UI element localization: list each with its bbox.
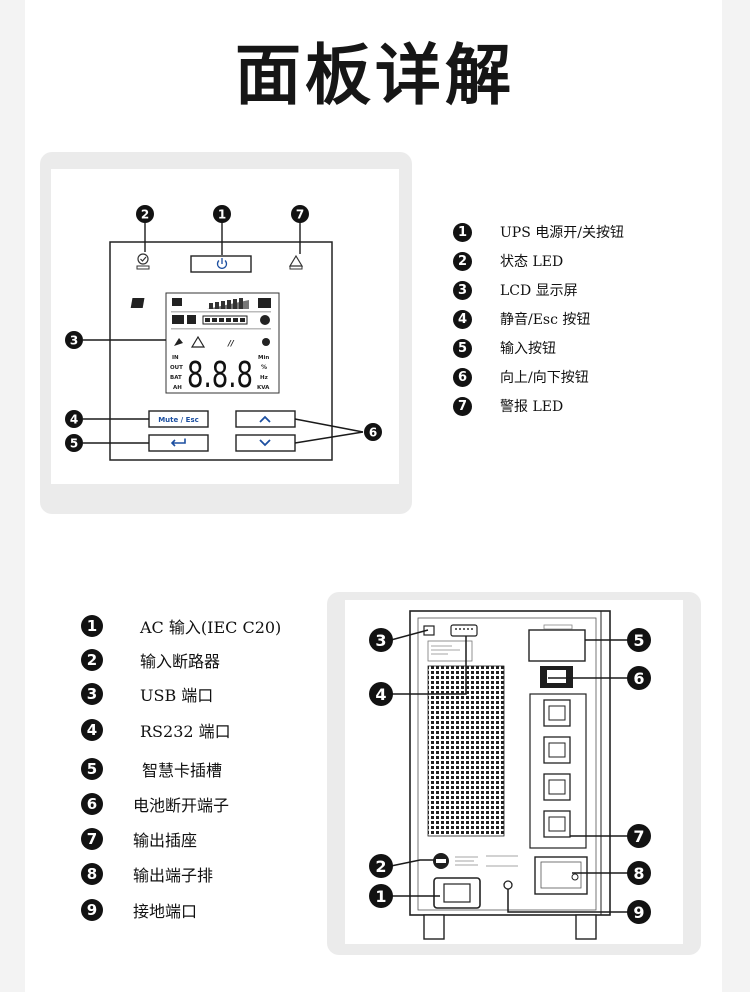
svg-text:2: 2 — [141, 208, 149, 222]
ac-input-socket — [433, 877, 481, 909]
svg-text:4: 4 — [70, 413, 78, 427]
rear-callout-1: 1 — [369, 884, 393, 908]
svg-text:8: 8 — [633, 864, 644, 883]
down-icon — [259, 439, 271, 447]
svg-text:5: 5 — [633, 631, 644, 650]
rear-callout-6: 6 — [627, 666, 651, 690]
up-icon — [259, 415, 271, 423]
front-callout-7: 7 — [291, 205, 309, 223]
input-breaker — [433, 853, 449, 869]
svg-text:7: 7 — [296, 208, 304, 222]
svg-text:6: 6 — [633, 669, 644, 688]
svg-text:3: 3 — [375, 631, 386, 650]
lcd-out-label: OUT — [170, 365, 183, 371]
legend-number-badge: 3 — [81, 683, 103, 705]
page-title: 面板详解 — [235, 37, 515, 114]
front-callout-3: 3 — [65, 331, 83, 349]
legend-number-badge: 2 — [81, 649, 103, 671]
svg-text:2: 2 — [375, 857, 386, 876]
rear-callout-3: 3 — [369, 628, 393, 652]
svg-text:1: 1 — [218, 208, 226, 222]
legend-number-badge: 5 — [81, 758, 103, 780]
lcd-bat-label: BAT — [170, 375, 182, 381]
svg-text:7: 7 — [633, 827, 644, 846]
legend-number-badge: 7 — [81, 828, 103, 850]
power-button — [190, 255, 252, 273]
legend-number-badge: 1 — [81, 615, 103, 637]
lcd-digits: 8.8.8 — [187, 355, 253, 396]
ups-foot-left — [423, 914, 445, 940]
svg-text:6: 6 — [369, 426, 377, 440]
rear-callout-9: 9 — [627, 900, 651, 924]
mute-esc-label: Mute / Esc — [158, 416, 199, 424]
front-callout-1: 1 — [213, 205, 231, 223]
front-callout-4: 4 — [65, 410, 83, 428]
svg-text:4: 4 — [375, 685, 386, 704]
rear-callout-4: 4 — [369, 682, 393, 706]
lcd-kva-label: KVA — [257, 385, 270, 391]
smart-card-slot — [528, 629, 586, 662]
legend-number-badge: 4 — [453, 309, 472, 329]
lcd-ah-label: AH — [173, 385, 182, 391]
rs232-port — [450, 624, 478, 637]
side-strip — [722, 0, 750, 992]
enter-icon — [170, 438, 186, 447]
legend-number-badge: 9 — [81, 899, 103, 921]
legend-number-badge: 6 — [453, 367, 472, 387]
lcd-percent-label: % — [261, 364, 267, 371]
lcd-min-label: Min — [258, 355, 269, 361]
legend-number-badge: 4 — [81, 719, 103, 741]
legend-number-badge: 6 — [81, 793, 103, 815]
legend-number-badge: 1 — [453, 222, 472, 242]
status-led-icon — [136, 253, 150, 270]
rear-callout-2: 2 — [369, 854, 393, 878]
lcd-hz-label: Hz — [260, 375, 268, 381]
rear-callout-5: 5 — [627, 628, 651, 652]
power-icon — [216, 258, 228, 269]
lcd-screen: // IN OUT BAT AH 8.8.8 Min % Hz KVA — [130, 292, 280, 396]
legend-number-badge: 7 — [453, 396, 472, 416]
front-callout-5: 5 — [65, 434, 83, 452]
front-callout-6: 6 — [364, 423, 382, 441]
svg-text:1: 1 — [375, 887, 386, 906]
svg-text://: // — [227, 339, 235, 348]
output-terminal-block — [534, 856, 588, 895]
rear-callout-8: 8 — [627, 861, 651, 885]
svg-text:9: 9 — [633, 903, 644, 922]
ups-foot-right — [575, 914, 597, 940]
svg-text:3: 3 — [70, 334, 78, 348]
legend-number-badge: 3 — [453, 280, 472, 300]
lcd-in-label: IN — [172, 355, 179, 361]
rear-callout-7: 7 — [627, 824, 651, 848]
front-callout-2: 2 — [136, 205, 154, 223]
legend-number-badge: 2 — [453, 251, 472, 271]
svg-text:5: 5 — [70, 437, 78, 451]
alarm-led-icon — [288, 254, 304, 270]
legend-number-badge: 5 — [453, 338, 472, 358]
legend-number-badge: 8 — [81, 863, 103, 885]
